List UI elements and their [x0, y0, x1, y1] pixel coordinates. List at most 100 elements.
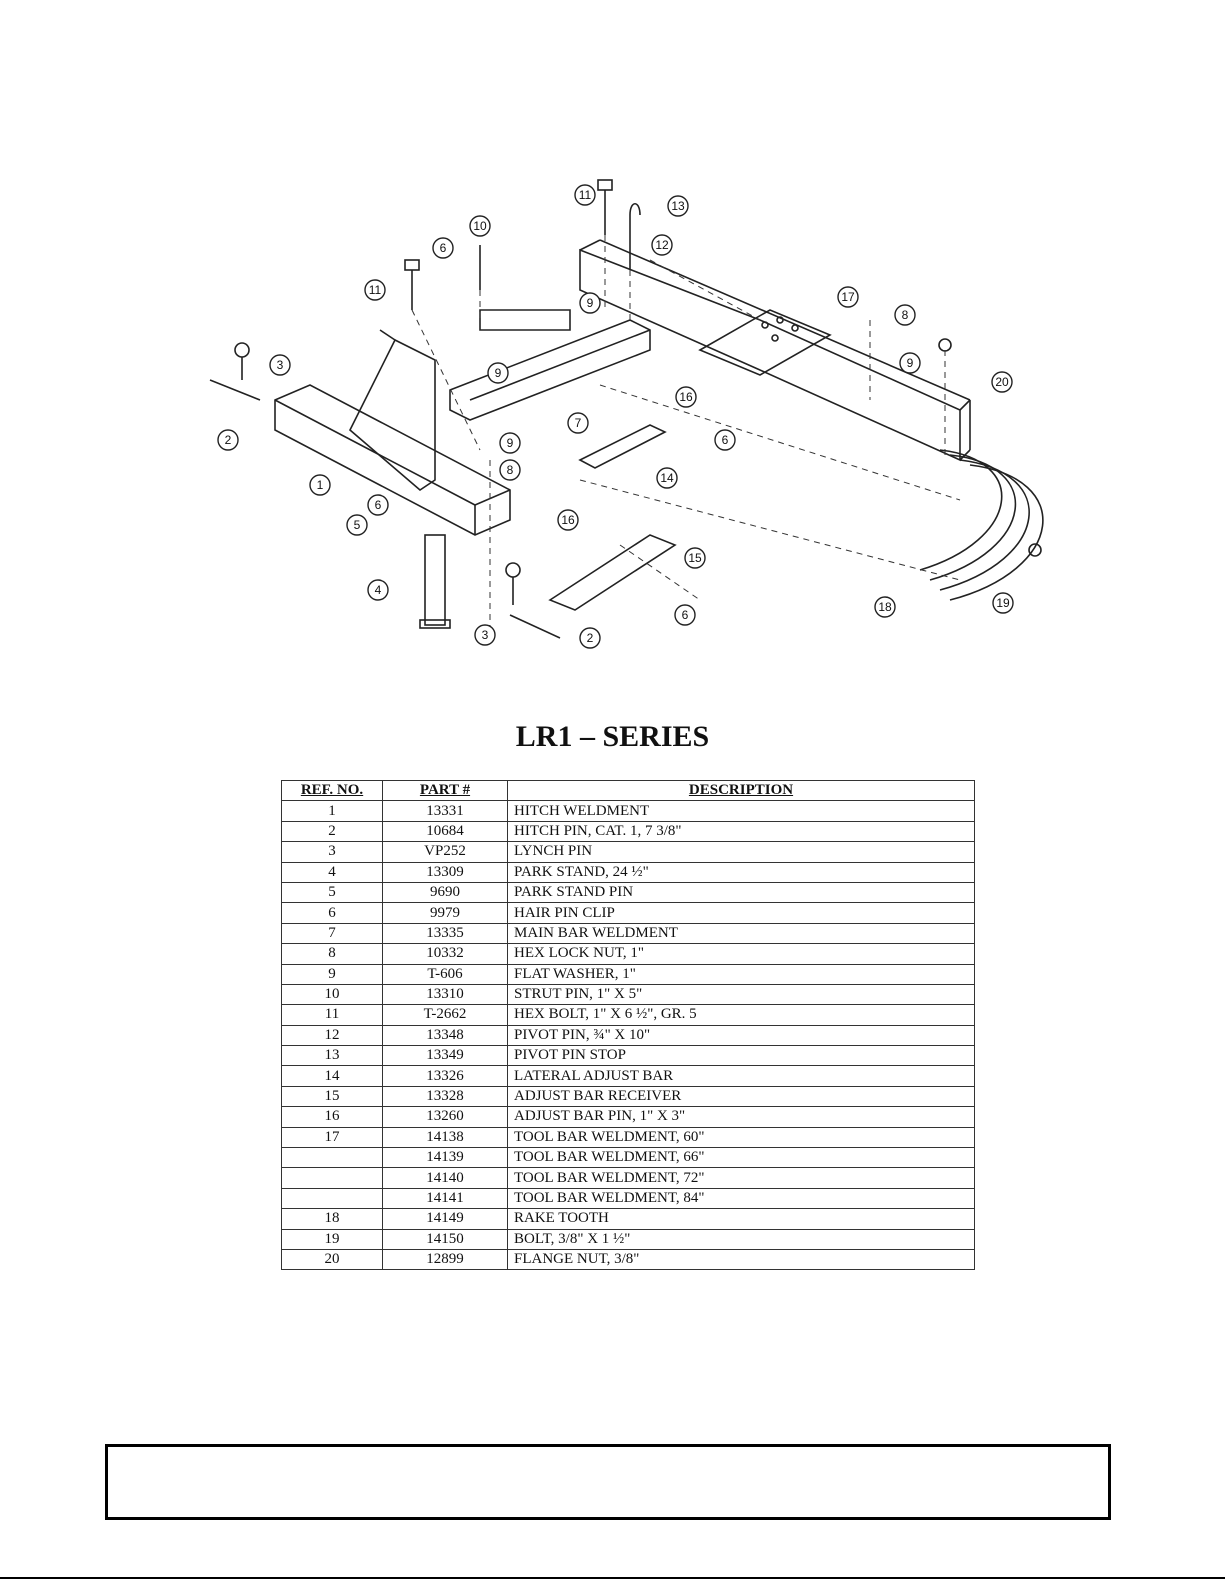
- callout-17: 17: [837, 286, 859, 308]
- park-stand: [424, 534, 446, 626]
- description-cell: BOLT, 3/8" X 1 ½": [507, 1228, 975, 1250]
- part-number-cell: 13326: [382, 1065, 508, 1087]
- ref-no-cell: 17: [281, 1126, 383, 1149]
- callout-8: 8: [894, 304, 916, 326]
- part-number-cell: 13310: [382, 983, 508, 1006]
- hitch-pin: [209, 379, 261, 401]
- bolt: [1028, 543, 1042, 557]
- description-cell: STRUT PIN, 1" X 5": [507, 983, 975, 1006]
- svg-text:2: 2: [587, 631, 594, 645]
- callout-9: 9: [579, 292, 601, 314]
- svg-text:9: 9: [907, 356, 914, 370]
- svg-text:7: 7: [575, 416, 582, 430]
- description-cell: MAIN BAR WELDMENT: [507, 922, 975, 945]
- part-number-cell: 13331: [382, 800, 508, 822]
- part-number-cell: T-2662: [382, 1004, 508, 1026]
- part-number-cell: 12899: [382, 1248, 508, 1271]
- description-cell: FLANGE NUT, 3/8": [507, 1248, 975, 1271]
- callout-2: 2: [217, 429, 239, 451]
- svg-text:3: 3: [277, 358, 284, 372]
- ref-no-cell: 8: [281, 943, 383, 965]
- adjust-bar-receiver: [548, 534, 677, 611]
- callout-9: 9: [899, 352, 921, 374]
- ref-no-cell: 12: [281, 1024, 383, 1047]
- description-cell: PARK STAND PIN: [507, 881, 975, 904]
- svg-text:10: 10: [473, 219, 487, 233]
- part-number-cell: VP252: [382, 841, 508, 863]
- callout-3: 3: [474, 624, 496, 646]
- description-header: DESCRIPTION: [507, 779, 975, 802]
- part-number-cell: 13309: [382, 861, 508, 883]
- callout-8: 8: [499, 459, 521, 481]
- description-cell: ADJUST BAR RECEIVER: [507, 1085, 975, 1108]
- callout-10: 10: [469, 215, 491, 237]
- svg-text:6: 6: [375, 498, 382, 512]
- description-cell: TOOL BAR WELDMENT, 66": [507, 1147, 975, 1169]
- rake-tooth: [919, 449, 1003, 571]
- svg-text:11: 11: [369, 283, 382, 297]
- part-number-cell: 14141: [382, 1187, 508, 1210]
- footer-box: [105, 1444, 1111, 1520]
- part-number-cell: 13335: [382, 922, 508, 945]
- description-cell: HEX LOCK NUT, 1": [507, 943, 975, 965]
- ref-no-cell: 2: [281, 820, 383, 843]
- callout-13: 13: [667, 195, 689, 217]
- bottom-rule: [0, 1577, 1225, 1579]
- callout-16: 16: [557, 509, 579, 531]
- part-number-cell: 14139: [382, 1147, 508, 1169]
- part-number-cell: 13348: [382, 1024, 508, 1047]
- ref-no-cell: [281, 1147, 383, 1169]
- svg-text:13: 13: [671, 199, 685, 213]
- svg-text:20: 20: [995, 375, 1009, 389]
- exploded-parts-diagram: 1223345666678899991011111213141516161718…: [209, 179, 1044, 649]
- callout-18: 18: [874, 596, 896, 618]
- description-cell: FLAT WASHER, 1": [507, 963, 975, 985]
- callout-14: 14: [656, 467, 678, 489]
- ref-no-cell: 4: [281, 861, 383, 883]
- callout-6: 6: [432, 237, 454, 259]
- callout-9: 9: [487, 362, 509, 384]
- part-number-cell: 13260: [382, 1106, 508, 1128]
- ref-no-cell: 20: [281, 1248, 383, 1271]
- ref-no-cell: 6: [281, 902, 383, 924]
- part-number-cell: 13349: [382, 1045, 508, 1067]
- svg-text:9: 9: [495, 366, 502, 380]
- part-number-cell: 10684: [382, 820, 508, 843]
- callout-6: 6: [674, 604, 696, 626]
- description-cell: PARK STAND, 24 ½": [507, 861, 975, 883]
- svg-text:8: 8: [902, 308, 909, 322]
- svg-text:6: 6: [722, 433, 729, 447]
- description-cell: HAIR PIN CLIP: [507, 902, 975, 924]
- svg-text:2: 2: [225, 433, 232, 447]
- callout-6: 6: [714, 429, 736, 451]
- hitch-pin-2: [509, 614, 561, 639]
- part-number-cell: 14140: [382, 1167, 508, 1189]
- callout-11: 11: [574, 184, 596, 206]
- svg-text:18: 18: [878, 600, 892, 614]
- description-cell: PIVOT PIN, ¾" X 10": [507, 1024, 975, 1047]
- flange-nut: [938, 338, 952, 352]
- part-number-cell: 14138: [382, 1126, 508, 1149]
- strut: [479, 309, 571, 331]
- ref-no-cell: 19: [281, 1228, 383, 1250]
- description-cell: HITCH WELDMENT: [507, 800, 975, 822]
- description-cell: LATERAL ADJUST BAR: [507, 1065, 975, 1087]
- svg-text:14: 14: [660, 471, 674, 485]
- ref-no-cell: [281, 1187, 383, 1210]
- callout-6: 6: [367, 494, 389, 516]
- svg-text:16: 16: [561, 513, 575, 527]
- callout-12: 12: [651, 234, 673, 256]
- description-cell: LYNCH PIN: [507, 841, 975, 863]
